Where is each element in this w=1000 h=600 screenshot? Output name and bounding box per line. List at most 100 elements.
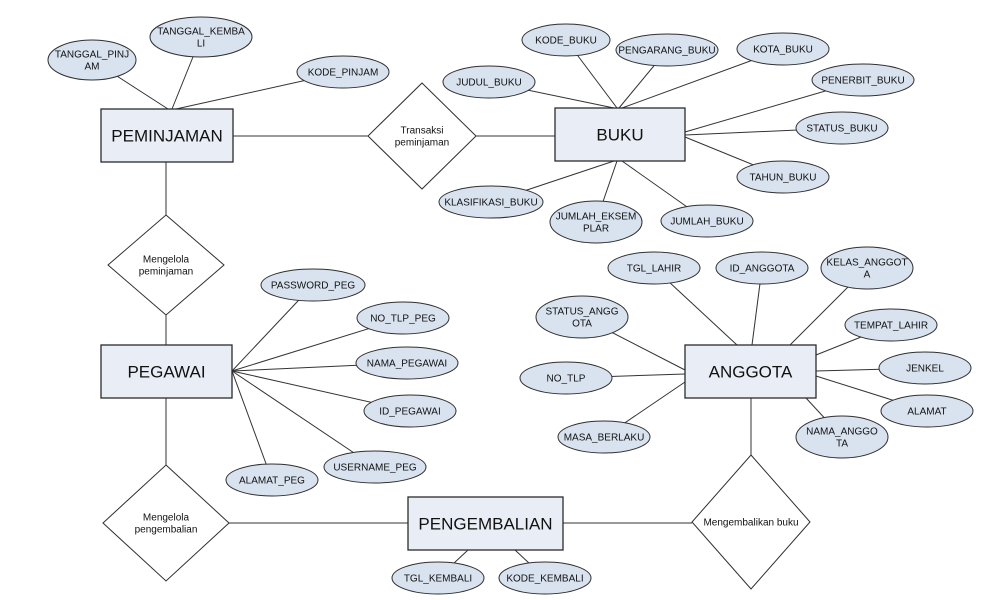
- attribute-ellipse: [363, 394, 457, 428]
- entity-anggota[interactable]: ANGGOTA: [684, 344, 817, 399]
- attribute-alamat-peg[interactable]: ALAMAT_PEG: [225, 463, 319, 497]
- attribute-kode-buku[interactable]: KODE_BUKU: [521, 23, 611, 57]
- attribute-ellipse: [47, 39, 137, 81]
- attribute-label: TA: [836, 439, 848, 450]
- attribute-label: ID_ANGGOTA: [730, 264, 795, 275]
- attribute-nama-anggota[interactable]: NAMA_ANGGOTA: [795, 415, 889, 459]
- attribute-tgl-lahir[interactable]: TGL_LAHIR: [607, 251, 701, 285]
- attribute-tanggal-pinjam[interactable]: TANGGAL_PINJAM: [47, 39, 137, 81]
- attribute-label: KOTA_BUKU: [753, 45, 813, 56]
- attribute-tempat-lahir[interactable]: TEMPAT_LAHIR: [844, 308, 938, 342]
- attribute-label: KODE_KEMBALI: [506, 574, 583, 585]
- attribute-label: JENKEL: [906, 364, 944, 375]
- attribute-ellipse: [519, 361, 613, 395]
- attribute-ellipse: [736, 32, 830, 66]
- entity-box: [100, 344, 233, 399]
- attribute-line-alamat-peg: [231, 370, 273, 481]
- relationship-label: Mengelola: [143, 255, 190, 266]
- attribute-penerbit-buku[interactable]: PENERBIT_BUKU: [811, 63, 915, 97]
- attribute-ellipse: [660, 204, 754, 238]
- entity-box: [684, 344, 817, 399]
- relationship-label: peminjaman: [395, 138, 449, 149]
- entity-box: [100, 108, 234, 163]
- attribute-label: PLAR: [583, 224, 609, 235]
- attribute-label: TEMPAT_LAHIR: [854, 321, 928, 332]
- attribute-label: STATUS_BUKU: [806, 124, 877, 135]
- attribute-ellipse: [498, 561, 592, 595]
- attribute-label: NAMA_ANGGO: [806, 427, 878, 438]
- attribute-masa-berlaku[interactable]: MASA_BERLAKU: [557, 420, 651, 454]
- attribute-label: LI: [197, 39, 205, 50]
- attribute-label: JUMLAH_BUKU: [670, 217, 743, 228]
- attribute-no-tlp[interactable]: NO_TLP: [519, 361, 613, 395]
- relationship-mengembalikan[interactable]: Mengembalikan buku: [691, 454, 811, 590]
- attribute-id-pegawai[interactable]: ID_PEGAWAI: [363, 394, 457, 428]
- attribute-label: TAHUN_BUKU: [749, 173, 816, 184]
- attribute-judul-buku[interactable]: JUDUL_BUKU: [442, 65, 536, 99]
- attribute-line-username-peg: [231, 370, 376, 468]
- entity-buku[interactable]: BUKU: [554, 107, 686, 162]
- attribute-pengarang-buku[interactable]: PENGARANG_BUKU: [615, 33, 719, 67]
- entity-pengembalian[interactable]: PENGEMBALIAN: [407, 496, 564, 551]
- attribute-no-tlp-peg[interactable]: NO_TLP_PEG: [356, 301, 450, 335]
- attribute-status-buku[interactable]: STATUS_BUKU: [795, 111, 889, 145]
- attribute-ellipse: [149, 16, 253, 58]
- attribute-kota-buku[interactable]: KOTA_BUKU: [736, 32, 830, 66]
- entity-box: [554, 107, 686, 162]
- attribute-ellipse: [260, 268, 366, 302]
- attribute-ellipse: [296, 55, 390, 89]
- attribute-ellipse: [225, 463, 319, 497]
- attribute-tahun-buku[interactable]: TAHUN_BUKU: [736, 160, 830, 194]
- attribute-label: MASA_BERLAKU: [564, 433, 645, 444]
- attribute-kode-pinjam[interactable]: KODE_PINJAM: [296, 55, 390, 89]
- attribute-label: PASSWORD_PEG: [271, 281, 355, 292]
- attribute-ellipse: [521, 23, 611, 57]
- attribute-ellipse: [878, 351, 972, 385]
- attribute-ellipse: [795, 415, 889, 459]
- attribute-label: TANGGAL_PINJ: [55, 50, 129, 61]
- attribute-ellipse: [615, 33, 719, 67]
- entity-label: PEMINJAMAN: [111, 127, 222, 146]
- entity-pegawai[interactable]: PEGAWAI: [100, 344, 233, 399]
- attribute-ellipse: [795, 111, 889, 145]
- attribute-jumlah-buku[interactable]: JUMLAH_BUKU: [660, 204, 754, 238]
- attribute-label: NAMA_PEGAWAI: [367, 359, 447, 370]
- attribute-ellipse: [323, 450, 427, 484]
- attribute-status-anggota[interactable]: STATUS_ANGGOTA: [535, 295, 629, 339]
- attribute-jenkel[interactable]: JENKEL: [878, 351, 972, 385]
- attribute-password-peg[interactable]: PASSWORD_PEG: [260, 268, 366, 302]
- attribute-ellipse: [356, 301, 450, 335]
- attribute-ellipse: [880, 394, 974, 428]
- attribute-label: USERNAME_PEG: [333, 463, 417, 474]
- relationship-label: Mengembalikan buku: [703, 518, 798, 529]
- attribute-label: NO_TLP: [547, 374, 586, 385]
- attribute-ellipse: [355, 346, 459, 380]
- attribute-ellipse: [736, 160, 830, 194]
- entity-label: BUKU: [596, 126, 643, 145]
- attribute-ellipse: [535, 295, 629, 339]
- attribute-alamat[interactable]: ALAMAT: [880, 394, 974, 428]
- attribute-label: TGL_LAHIR: [627, 264, 681, 275]
- attribute-kode-kembali[interactable]: KODE_KEMBALI: [498, 561, 592, 595]
- attribute-label: NO_TLP_PEG: [370, 314, 436, 325]
- attribute-klasifikasi-buku[interactable]: KLASIFIKASI_BUKU: [438, 185, 544, 219]
- attribute-tgl-kembali[interactable]: TGL_KEMBALI: [391, 561, 485, 595]
- attribute-nama-pegawai[interactable]: NAMA_PEGAWAI: [355, 346, 459, 380]
- attribute-label: PENERBIT_BUKU: [821, 76, 904, 87]
- attribute-tanggal-kembali[interactable]: TANGGAL_KEMBALI: [149, 16, 253, 58]
- relationship-label: Mengelola: [143, 513, 190, 524]
- attribute-id-anggota[interactable]: ID_ANGGOTA: [715, 251, 809, 285]
- attribute-label: STATUS_ANGG: [546, 307, 619, 318]
- attribute-label: TGL_KEMBALI: [404, 574, 472, 585]
- attribute-username-peg[interactable]: USERNAME_PEG: [323, 450, 427, 484]
- entity-peminjaman[interactable]: PEMINJAMAN: [100, 108, 234, 163]
- attribute-kelas-anggota[interactable]: KELAS_ANGGOTA: [820, 246, 914, 290]
- attribute-ellipse: [557, 420, 651, 454]
- attribute-label: KODE_PINJAM: [308, 68, 379, 79]
- attribute-ellipse: [811, 63, 915, 97]
